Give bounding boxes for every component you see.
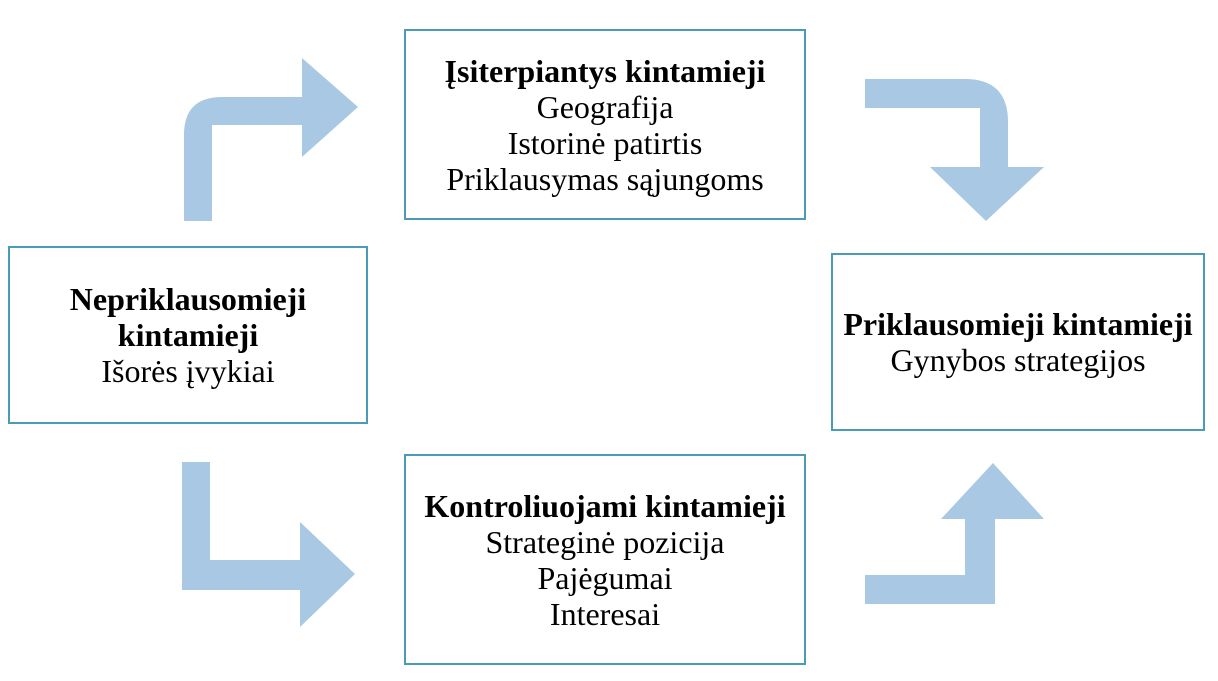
independent-variables-item: Išorės įvykiai [101, 353, 275, 389]
arrow-intervening-to-dependent [865, 79, 1044, 221]
intervening-variables-title: Įsiterpiantys kintamieji [444, 52, 766, 89]
independent-variables-title: Nepriklausomieji kintamieji [69, 281, 307, 353]
dependent-variables-box: Priklausomieji kintamieji Gynybos strate… [831, 253, 1205, 431]
arrow-independent-to-intervening [184, 58, 358, 221]
intervening-variables-item: Istorinė patirtis [507, 124, 703, 161]
arrow-controlled-to-dependent [865, 463, 1044, 604]
controlled-variables-item: Interesai [549, 595, 661, 632]
dependent-variables-item: Gynybos strategijos [890, 342, 1146, 378]
controlled-variables-title: Kontroliuojami kintamieji [424, 487, 786, 524]
intervening-variables-item: Priklausymas sąjungoms [446, 160, 764, 197]
intervening-variables-box: Įsiterpiantys kintamieji Geografija Isto… [404, 29, 806, 220]
controlled-variables-box: Kontroliuojami kintamieji Strateginė poz… [404, 454, 806, 665]
dependent-variables-title: Priklausomieji kintamieji [843, 306, 1193, 342]
controlled-variables-item: Pajėgumai [537, 559, 673, 596]
arrow-independent-to-controlled [182, 462, 355, 627]
independent-variables-box: Nepriklausomieji kintamieji Išorės įvyki… [8, 246, 368, 424]
controlled-variables-item: Strateginė pozicija [485, 523, 725, 560]
intervening-variables-item: Geografija [536, 88, 674, 125]
